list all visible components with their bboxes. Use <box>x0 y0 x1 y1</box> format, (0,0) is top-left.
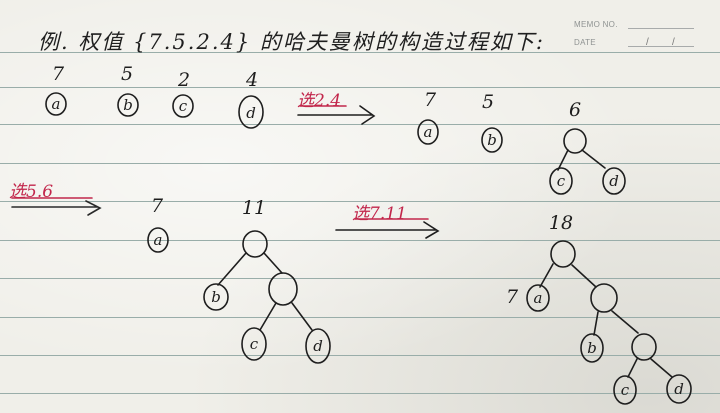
weight-label: 4 <box>245 69 258 91</box>
node-letter: d <box>674 380 684 398</box>
ruled-line <box>0 393 720 394</box>
leaf-node <box>45 92 67 116</box>
ruled-line <box>0 317 720 318</box>
date-line: / / <box>628 37 694 48</box>
tree-edge <box>557 149 606 171</box>
node-letter: d <box>609 172 619 190</box>
tree-edge <box>539 263 597 288</box>
date-separator: / <box>646 37 650 48</box>
leaf-node <box>417 119 439 145</box>
internal-node <box>268 272 298 306</box>
node-letter: b <box>211 288 221 306</box>
weight-label: 6 <box>569 99 581 121</box>
ruled-line <box>0 124 720 125</box>
weight-label: 7 <box>151 195 164 217</box>
tree-edge <box>593 310 639 336</box>
node-letter: c <box>621 381 630 399</box>
ruled-line <box>0 278 720 279</box>
ruled-line <box>0 163 720 164</box>
node-letter: d <box>246 104 256 122</box>
node-letter: a <box>424 123 433 141</box>
internal-node <box>563 128 587 154</box>
internal-node <box>242 230 268 258</box>
weight-label: 7 <box>52 63 65 85</box>
weight-label: 5 <box>121 63 133 85</box>
leaf-node <box>305 328 331 364</box>
node-letter: a <box>154 231 163 249</box>
leaf-node <box>203 283 229 311</box>
node-letter: a <box>52 95 61 113</box>
weight-label: 11 <box>242 197 266 219</box>
weight-label: 7 <box>506 286 519 308</box>
leaf-node <box>241 327 267 361</box>
leaf-node <box>526 284 550 312</box>
date-label: DATE <box>574 38 596 47</box>
ruled-line <box>0 52 720 53</box>
weight-label: 18 <box>549 212 573 234</box>
note-title: 例. 权值 {7.5.2.4} 的哈夫曼树的构造过程如下: <box>38 30 545 54</box>
memo-no-line <box>628 20 694 29</box>
node-letter: c <box>557 172 566 190</box>
node-letter: c <box>250 335 259 353</box>
weight-label: 7 <box>424 89 437 111</box>
weight-label: 2 <box>177 69 190 91</box>
weight-label: 5 <box>482 91 494 113</box>
leaf-node <box>602 167 626 195</box>
leaf-node <box>613 375 637 405</box>
ruled-line <box>0 87 720 88</box>
leaf-node <box>238 95 264 129</box>
arrow-icon <box>11 200 102 216</box>
leaf-node <box>666 374 692 404</box>
node-letter: b <box>587 339 597 357</box>
leaf-node <box>117 93 139 117</box>
leaf-node <box>172 94 194 118</box>
ruled-line <box>0 355 720 356</box>
ruled-line <box>0 240 720 241</box>
leaf-node <box>481 127 503 153</box>
node-letter: b <box>487 131 497 149</box>
internal-node <box>590 283 618 313</box>
leaf-node <box>580 333 604 363</box>
node-letter: b <box>123 96 133 114</box>
ruled-line <box>0 201 720 202</box>
node-letter: d <box>313 337 323 355</box>
memo-no-label: MEMO NO. <box>574 20 618 29</box>
date-row: DATE / / <box>574 29 694 48</box>
step-label-2: 选5.6 <box>9 182 54 202</box>
tree-edge <box>217 252 283 286</box>
node-letter: a <box>534 289 543 307</box>
tree-edge <box>259 302 313 331</box>
memo-header: MEMO NO. DATE / / <box>574 11 694 48</box>
leaf-node <box>147 227 169 253</box>
arrow-icon <box>297 105 376 125</box>
arrow-icon <box>335 221 440 239</box>
memo-no-row: MEMO NO. <box>574 11 694 29</box>
internal-node <box>550 240 576 268</box>
leaf-node <box>549 167 573 195</box>
tree-edge <box>627 358 673 378</box>
node-letter: c <box>179 97 188 115</box>
internal-node <box>631 333 657 361</box>
date-separator: / <box>672 37 676 48</box>
